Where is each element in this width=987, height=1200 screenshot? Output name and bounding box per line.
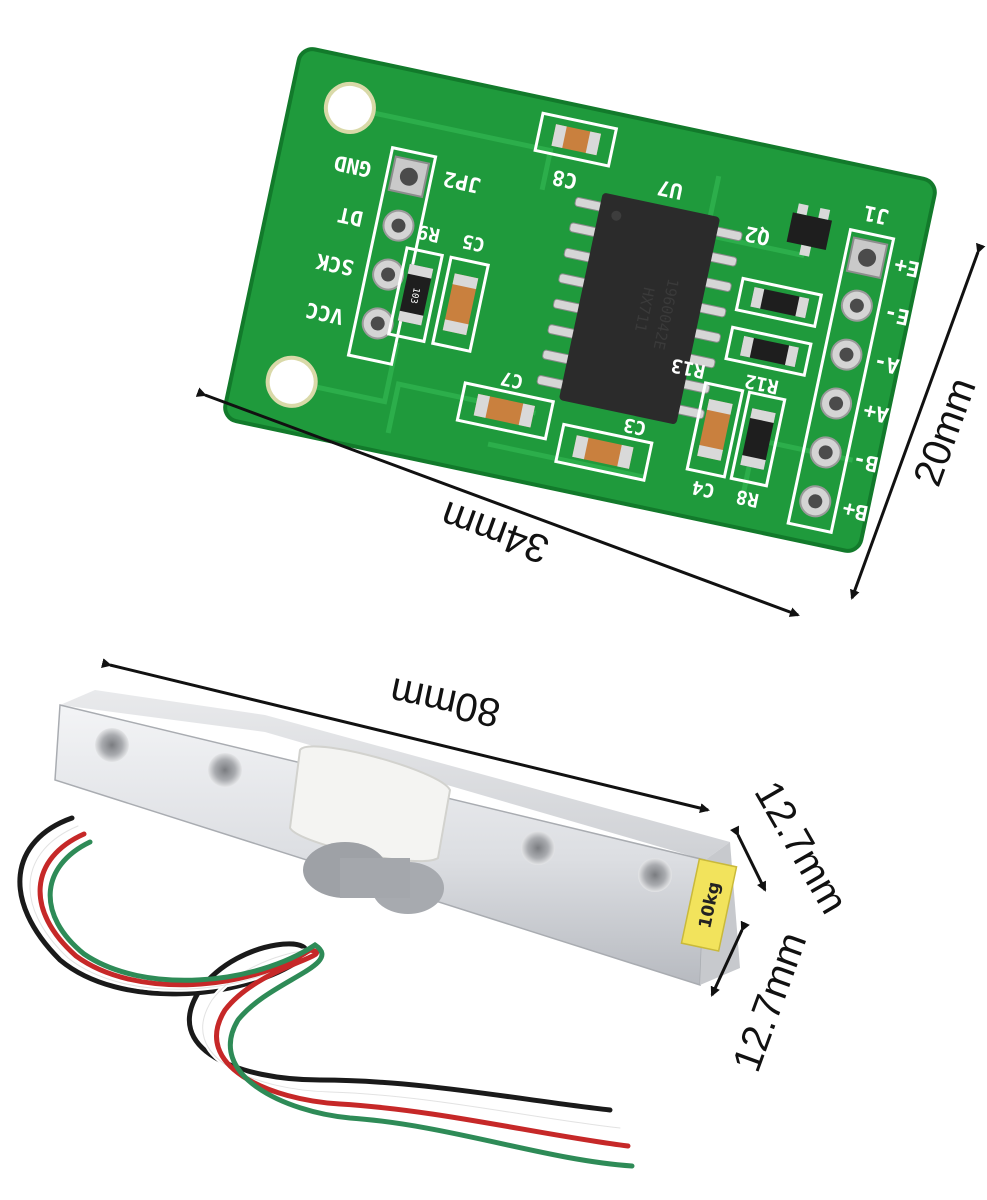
capacitor-c8	[533, 111, 619, 168]
resistor-r9: 103	[386, 246, 445, 344]
silk-q2: Q2	[742, 221, 772, 250]
load-cell-wires	[17, 815, 635, 1169]
silk-c4: C4	[690, 476, 717, 502]
load-cell-height-label: 12.7mm	[746, 774, 856, 921]
resistor-r13	[734, 276, 824, 329]
threaded-hole	[521, 831, 555, 865]
threaded-hole	[208, 753, 242, 787]
hx711-chip: HX711 1960042E	[536, 193, 743, 424]
resistor-r12	[724, 325, 813, 378]
board-height-label: 20mm	[905, 372, 984, 491]
mounting-hole	[323, 81, 376, 134]
silk-c3: C3	[621, 413, 648, 439]
silk-c8: C8	[550, 165, 580, 194]
resistor-marking: 103	[408, 286, 421, 304]
load-cell-height-dimension: 12.7mm	[729, 774, 856, 921]
silk-c7: C7	[498, 366, 525, 392]
silk-c5: C5	[460, 229, 487, 255]
pin-label-dt: DT	[335, 202, 365, 231]
load-cell-length-label: 80mm	[386, 669, 504, 735]
load-cell: 10kg	[17, 690, 740, 1169]
silk-u7: U7	[655, 175, 685, 204]
hx711-board: HX711 1960042E	[223, 47, 937, 553]
load-cell-top-face	[60, 690, 730, 860]
threaded-hole	[95, 728, 129, 762]
left-header	[346, 145, 438, 366]
silk-r9: R9	[415, 220, 442, 246]
silk-j1: J1	[861, 200, 891, 229]
threaded-hole	[638, 858, 672, 892]
board-width-label: 34mm	[435, 492, 554, 571]
capacitor-c5	[430, 255, 491, 354]
transistor-q2	[786, 203, 833, 257]
silk-r8: R8	[734, 485, 761, 511]
